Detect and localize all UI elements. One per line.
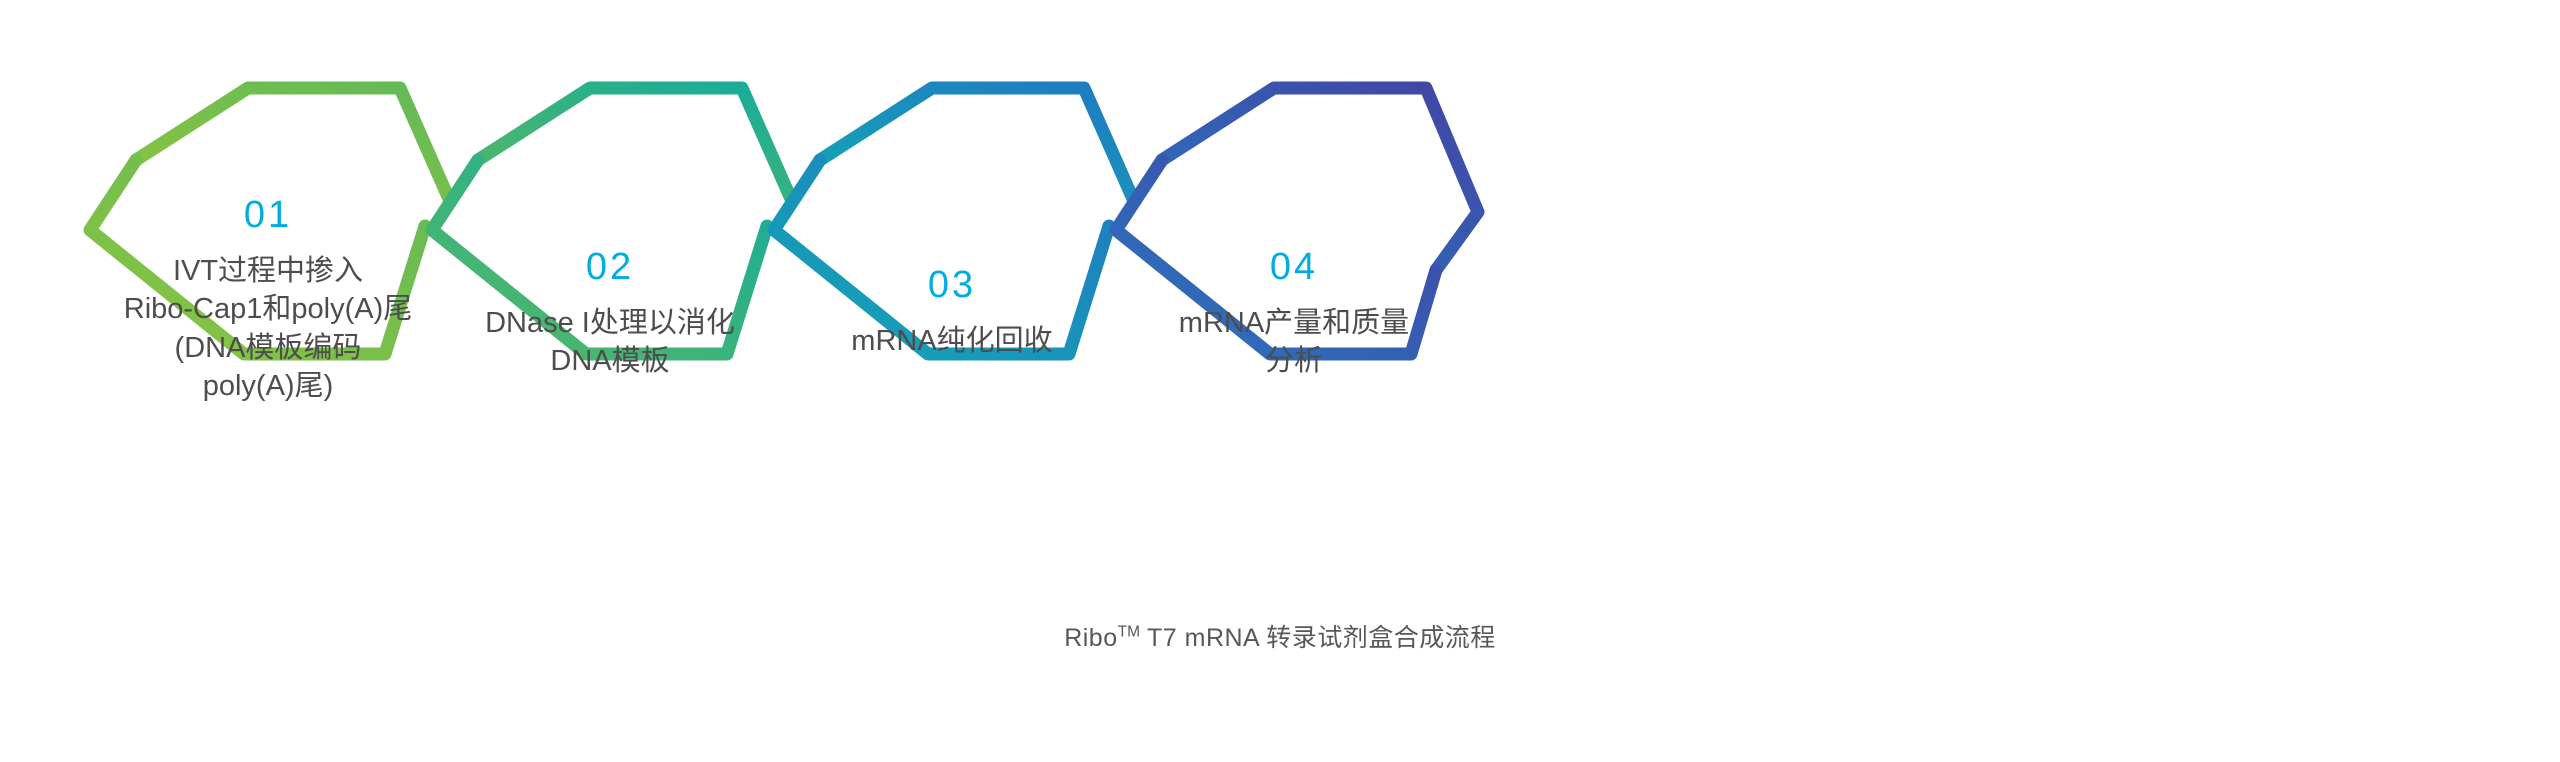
step-4-line-1: mRNA产量和质量 [1178,307,1410,339]
step-3-line-1: mRNA纯化回收 [851,325,1053,357]
step-1-line-4: poly(A)尾) [202,369,334,402]
hexagon-step-3 [767,81,1140,361]
step-3-number: 03 [927,264,977,306]
step-2-line-2: DNA模板 [550,345,670,378]
hexagon-step-4-lower-stroke [1109,153,1443,361]
step-1-line-1: IVT过程中掺入 [172,255,364,287]
hexagon-step-4 [1109,81,1485,361]
step-2-number: 02 [585,246,635,288]
caption-prefix: Ribo [1064,624,1118,652]
hexagon-step-1-content: 01 IVT过程中掺入 Ribo-Cap1和poly(A)尾 (DNA模板编码 … [88,196,448,405]
step-2-line-1: DNase I处理以消化 [485,307,735,339]
step-4-line-2: 分析 [1264,345,1323,378]
hexagon-step-2-lower-stroke [425,153,774,361]
diagram-caption: RiboTM T7 mRNA 转录试剂盒合成流程 [0,618,2560,654]
hexagon-step-2-upper-stroke [471,81,798,206]
step-1-line-2: Ribo-Cap1和poly(A)尾 [123,293,413,326]
hexagon-step-4-upper-stroke [1155,81,1485,277]
hexagon-step-3-upper-stroke [813,81,1140,206]
hexagon-step-1 [83,81,456,361]
caption-suffix: T7 mRNA 转录试剂盒合成流程 [1140,624,1496,652]
step-1-line-3: (DNA模板编码 [174,331,362,364]
step-1-number: 01 [243,194,293,236]
hexagon-step-3-content: 03 mRNA纯化回收 [772,266,1132,360]
hexagon-step-1-upper-stroke [129,81,456,206]
hexagon-step-3-lower-stroke [767,153,1116,361]
hexagon-step-4-content: 04 mRNA产量和质量 分析 [1114,248,1474,381]
step-4-number: 04 [1269,246,1319,288]
trademark-symbol: TM [1117,623,1140,641]
hexagon-step-2 [425,81,798,361]
hexagon-step-1-lower-stroke [83,153,432,361]
hexagon-step-2-content: 02 DNase I处理以消化 DNA模板 [430,248,790,381]
